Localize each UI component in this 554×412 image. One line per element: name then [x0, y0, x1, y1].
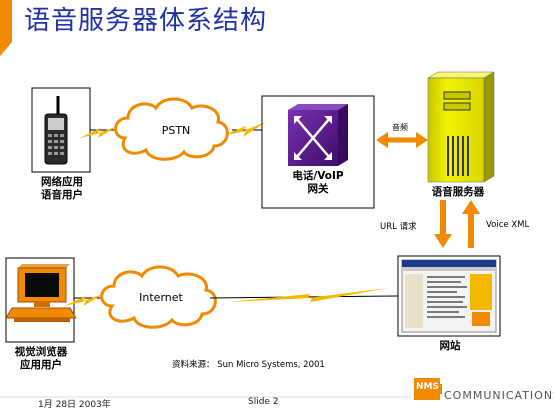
internet-cloud: [100, 265, 217, 329]
voice-xml-arrow: [462, 200, 480, 248]
voice-server-label: 语音服务器: [431, 186, 485, 198]
lightning-icon: [64, 293, 106, 306]
mobile-phone-icon: [44, 96, 68, 165]
corner-accent-tip: [0, 42, 12, 56]
gateway-label: 电话/VoIP 网关: [272, 170, 364, 196]
pstn-cloud: [114, 97, 229, 161]
computer-icon: [5, 264, 77, 322]
lightning-icon: [80, 126, 118, 138]
browser-user-label: 视觉浏览器 应用用户: [0, 346, 82, 372]
browser-user-box: [5, 257, 75, 343]
corner-accent: [0, 0, 12, 42]
mobile-user-label: 网络应用 语音用户: [22, 176, 102, 202]
footer-date: 1月 28日 2003年: [38, 400, 111, 410]
lightning-icon: [222, 122, 266, 137]
mobile-user-label-line1: 网络应用: [41, 176, 83, 188]
voice-server-icon: [427, 71, 495, 183]
nms-logo-text: COMMUNICATIONS: [444, 389, 554, 402]
webpage-screenshot-icon: [401, 259, 497, 333]
nms-logo-letters: NMS: [416, 382, 439, 392]
source-note: 资料来源： Sun Micro Systems, 2001: [172, 360, 325, 370]
url-request-arrow: [434, 200, 452, 248]
audio-label: 音频: [392, 123, 408, 132]
gateway-router-icon: [288, 104, 348, 166]
gateway-box: [261, 95, 375, 209]
nms-logo-mark: [414, 378, 442, 400]
audio-arrow: [376, 132, 428, 148]
gateway-label-line2: 网关: [307, 183, 329, 195]
url-request-label: URL 请求: [380, 222, 417, 232]
page-title: 语音服务器体系结构: [24, 6, 268, 36]
website-label: 网站: [439, 340, 461, 352]
mobile-user-label-line2: 语音用户: [41, 189, 83, 201]
lightning-icon: [228, 288, 388, 302]
footer-slide-number: Slide 2: [248, 397, 279, 407]
internet-label: Internet: [139, 291, 183, 304]
browser-user-label-line2: 应用用户: [20, 359, 62, 371]
voice-xml-label: Voice XML: [486, 220, 530, 230]
website-box: [397, 255, 501, 337]
pstn-label: PSTN: [161, 124, 191, 137]
browser-user-label-line1: 视觉浏览器: [14, 346, 68, 358]
gateway-label-line1: 电话/VoIP: [292, 170, 344, 182]
